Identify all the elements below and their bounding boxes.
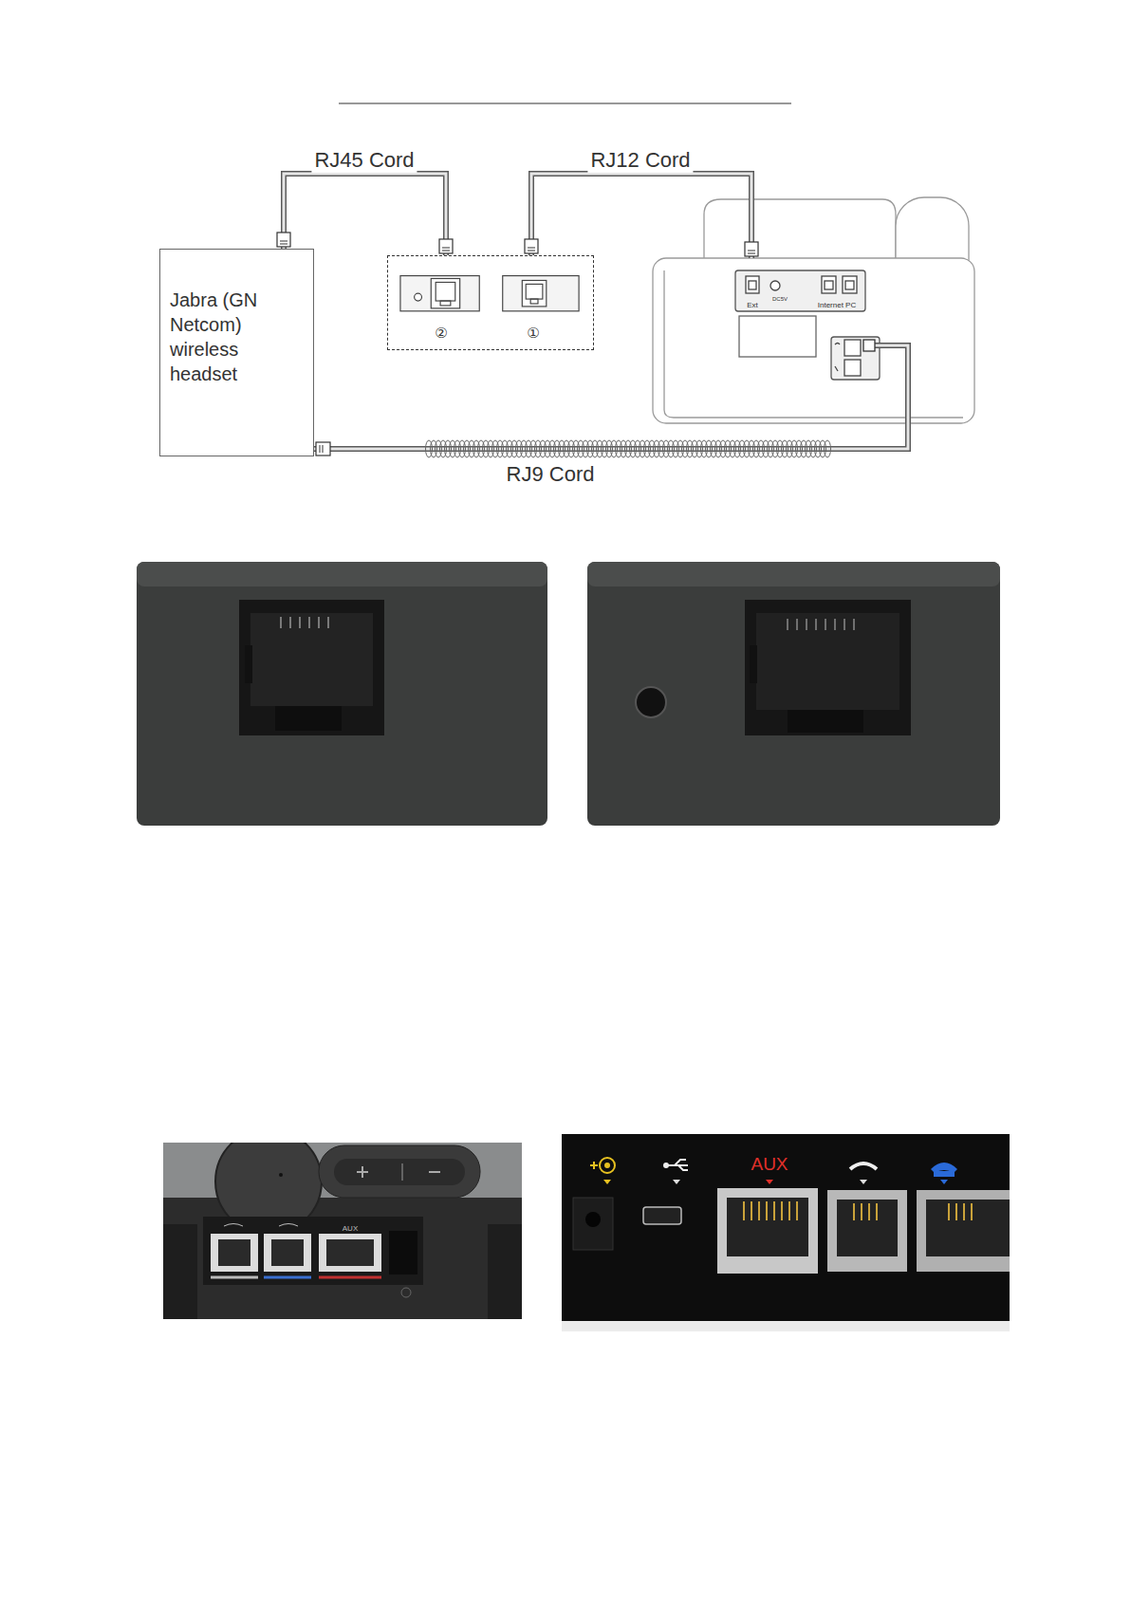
- adapter-modules: [388, 256, 594, 350]
- port-label: Ext: [746, 300, 759, 310]
- phone-port-photo: [561, 1133, 1010, 1332]
- cord-label: RJ45 Cord: [311, 148, 417, 173]
- cord-label: RJ9 Cord: [503, 462, 598, 487]
- port-label: Internet PC: [817, 300, 856, 310]
- phone-body: Ext DC5V Internet PC: [652, 258, 975, 424]
- port-label: AUX: [750, 1153, 788, 1175]
- adapter-photo: [587, 561, 1001, 826]
- port-label: AUX: [342, 1223, 358, 1233]
- device-name: Jabra (GN Netcom) wireless headset: [169, 287, 303, 387]
- callout-number: ①: [526, 324, 539, 342]
- adapter-box: ②①: [387, 255, 594, 351]
- adapter-photo: [136, 561, 548, 826]
- headset-base-photo: [163, 1142, 522, 1319]
- desk-phone: [652, 197, 975, 424]
- cord-label: RJ12 Cord: [587, 148, 693, 173]
- headset-box: Jabra (GN Netcom) wireless headset: [159, 248, 315, 457]
- header-rule: [338, 102, 792, 104]
- cord-connector: [524, 173, 759, 259]
- coil-loop: [824, 440, 832, 458]
- port-label: DC5V: [772, 296, 788, 302]
- cord-connector: [277, 173, 453, 256]
- callout-number: ②: [434, 324, 447, 342]
